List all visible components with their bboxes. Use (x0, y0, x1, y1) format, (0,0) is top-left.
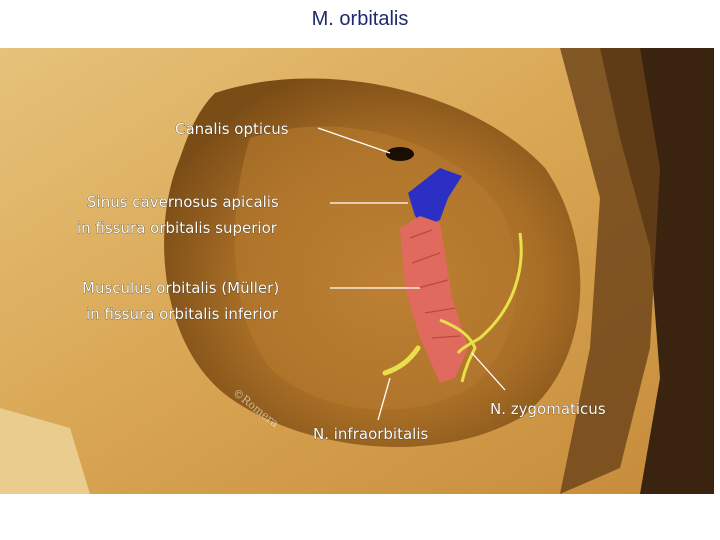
pointer-canalis-opticus (317, 127, 391, 154)
slide-title: M. orbitalis (311, 8, 409, 30)
label-musculus-line1: Musculus orbitalis (Müller) (82, 279, 279, 297)
label-sinus-line1: Sinus cavernosus apicalis (87, 193, 279, 211)
cavernous-sinus (408, 168, 462, 226)
infraorbital-nerve (382, 345, 421, 376)
pointer-infraorbitalis (377, 377, 391, 421)
pointer-zygomaticus (471, 352, 506, 391)
optic-canal (386, 147, 414, 161)
zygomatic-nerve (456, 232, 523, 354)
label-canalis-opticus: Canalis opticus (175, 120, 289, 138)
label-n-infraorbitalis: N. infraorbitalis (313, 425, 429, 443)
label-n-zygomaticus: N. zygomaticus (490, 400, 606, 418)
label-musculus-line2: in fissura orbitalis inferior (86, 305, 279, 323)
orbit-illustration: Canalis opticus Sinus cavernosus apicali… (0, 48, 714, 494)
bone-lower-left (0, 408, 90, 494)
label-sinus-line2: in fissura orbitalis superior (77, 219, 278, 237)
orbit-photo: Canalis opticus Sinus cavernosus apicali… (0, 48, 714, 494)
orbitalis-muscle (400, 216, 468, 383)
